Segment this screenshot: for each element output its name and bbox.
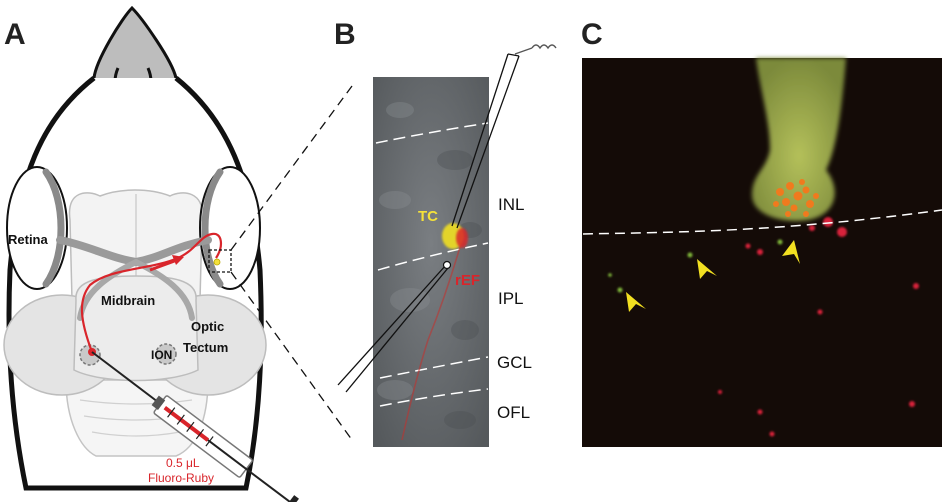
- arrowhead-marker-3: [626, 292, 646, 312]
- syringe-fluid: [163, 406, 210, 442]
- label-ion: ION: [151, 348, 172, 362]
- syringe-tick-1: [167, 407, 176, 418]
- label-tectum: Tectum: [183, 340, 228, 355]
- zoom-line-bottom: [230, 271, 353, 441]
- ipl-inl-boundary: [582, 209, 943, 235]
- fluorescence-micrograph: [582, 58, 943, 447]
- stimulating-pipette: [337, 260, 452, 393]
- tracer-pathway: [80, 232, 222, 353]
- label-midbrain: Midbrain: [101, 293, 155, 308]
- layer-boundary-1: [375, 122, 489, 144]
- ref-terminal: [456, 228, 468, 248]
- left-retina-arc: [42, 168, 65, 288]
- optic-nerve-left: [56, 236, 140, 266]
- red-puncta: [718, 217, 919, 437]
- label-retina: Retina: [8, 232, 49, 247]
- arrowhead-marker-2: [697, 259, 717, 279]
- panel-letter-a: A: [4, 18, 26, 51]
- label-inl: INL: [498, 195, 524, 214]
- recording-pipette: [451, 44, 557, 229]
- zoom-line-top: [230, 85, 353, 251]
- syringe-tick-3: [186, 421, 195, 433]
- retina-zoom-box: [208, 249, 232, 273]
- stimulating-pipette-tip: [442, 260, 452, 270]
- right-eye: [199, 166, 261, 290]
- ref-terminal-puncta: [773, 179, 819, 217]
- label-tc: TC: [418, 208, 438, 225]
- syringe-needle: [91, 351, 159, 403]
- pipette-wire-coil: [531, 44, 557, 50]
- syringe-tick-2: [176, 414, 185, 425]
- injection-syringe: [91, 351, 299, 502]
- syringe-tick-4: [195, 428, 205, 440]
- syringe-tip-hub: [151, 395, 166, 410]
- layer-boundary-4: [379, 388, 489, 407]
- tracer-arrowhead: [172, 255, 184, 265]
- label-optic: Optic: [191, 319, 224, 334]
- arrowhead-marker-1: [782, 240, 800, 264]
- panel-letter-b: B: [334, 18, 356, 51]
- frog-head-schematic: Retina Midbrain Optic Tectum ION 0.5 μL …: [3, 5, 299, 502]
- labeled-cell-marker: [213, 258, 221, 266]
- label-ref: rEF: [455, 272, 480, 289]
- label-ofl: OFL: [497, 403, 530, 422]
- left-eye: [6, 166, 68, 290]
- green-puncta: [608, 239, 783, 293]
- label-tracer: Fluoro-Ruby: [148, 471, 214, 485]
- retina-micrograph: [373, 77, 489, 447]
- label-gcl: GCL: [497, 353, 532, 372]
- micrograph-background: [373, 77, 489, 447]
- label-ipl: IPL: [498, 289, 524, 308]
- right-retina-arc: [201, 168, 224, 288]
- layer-boundary-2: [377, 242, 489, 271]
- ref-process: [401, 239, 463, 441]
- panel-letter-c: C: [581, 18, 603, 51]
- layer-boundary-3: [379, 356, 489, 379]
- syringe-plunger-cap: [284, 495, 299, 502]
- ion-right: [155, 343, 177, 365]
- syringe-plunger-rod: [207, 439, 292, 502]
- green-cell-process: [752, 58, 846, 221]
- label-injection-volume: 0.5 μL: [166, 456, 200, 470]
